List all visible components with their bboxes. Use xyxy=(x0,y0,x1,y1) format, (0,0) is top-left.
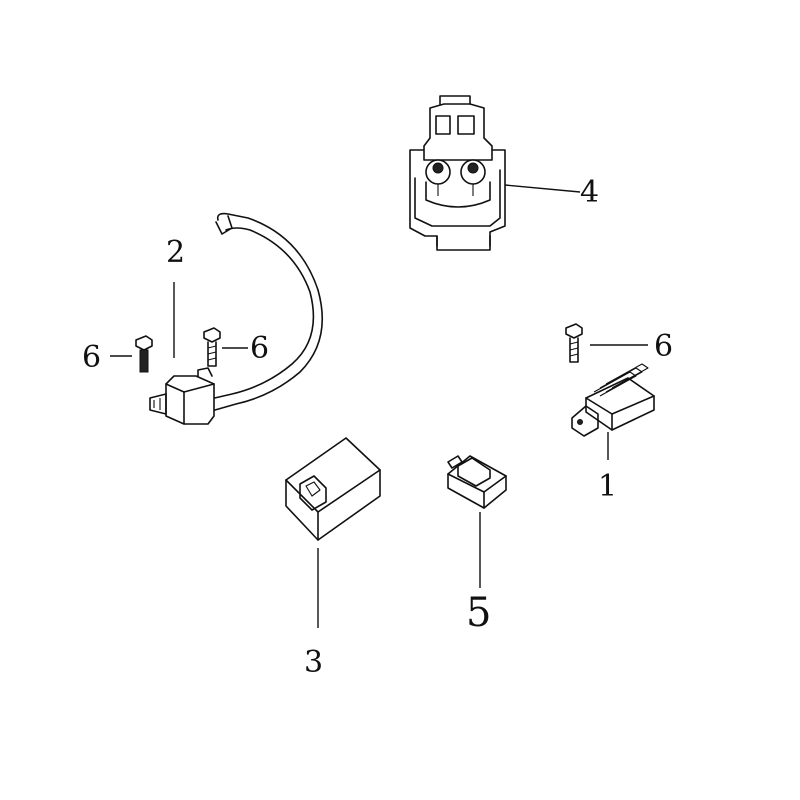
callout-6-mid: 6 xyxy=(250,331,269,366)
starter-relay xyxy=(409,95,506,251)
callout-4: 4 xyxy=(580,175,599,210)
callout-5: 5 xyxy=(466,590,491,636)
cdi-unit xyxy=(285,437,381,541)
callout-6-right: 6 xyxy=(654,329,673,364)
flasher-relay xyxy=(447,455,507,509)
callout-2: 2 xyxy=(166,235,185,270)
callout-1: 1 xyxy=(598,469,617,504)
bolt-right xyxy=(565,323,583,363)
callout-6-left: 6 xyxy=(82,340,101,375)
bolt-left xyxy=(135,335,153,373)
leader-4 xyxy=(504,184,581,193)
callout-3: 3 xyxy=(304,645,323,680)
ignition-coil xyxy=(149,212,324,425)
regulator-rectifier xyxy=(571,363,655,437)
bolt-middle xyxy=(203,327,221,367)
